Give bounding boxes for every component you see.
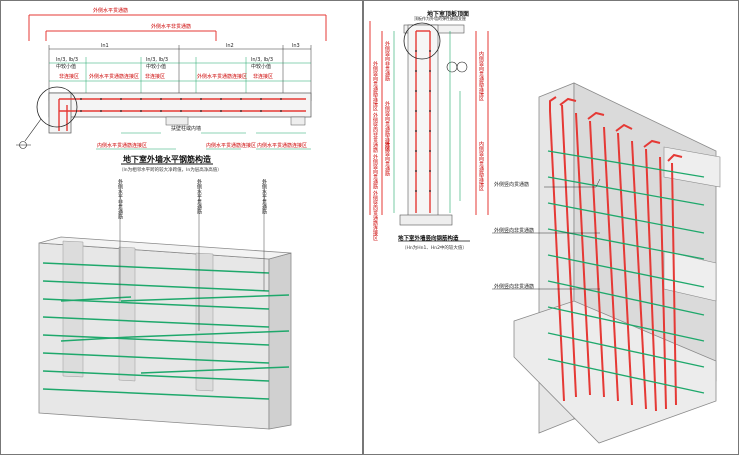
span-sub-3: 中较小值 [251,64,272,70]
left-title: 地下室外墙水平钢筋构造 [123,155,211,164]
bottom-zone-label-1: 内侧水平贯通筋连接区 [97,143,148,149]
callout-2: 外侧竖向非贯通筋 [494,228,535,234]
buttress-label: 扶壁柱或内墙 [171,126,202,132]
span-label-1: ln/3, lb/3 [56,57,79,63]
side-right-2: 内侧竖向贯通筋连接区 [478,141,484,191]
right-top-title: 地下室顶板顶面 [427,11,470,18]
span-label-2: ln/3, lb/3 [146,57,169,63]
zone-label-1: 非连接区 [59,74,80,80]
zone-label-3: 非连接区 [145,74,166,80]
top-label-non-through-bar: 外侧水平非贯通筋 [151,24,192,30]
vlabel-3: 外侧水平贯通筋 [261,179,267,214]
callout-1: 外侧竖向贯通筋 [494,182,530,188]
zone-label-4: 外侧水平贯通筋连接区 [197,74,248,80]
side-right-1: 内侧竖向贯通筋连接区 [478,51,484,101]
span-sub-1: 中较小值 [56,64,77,70]
vlabel-1: 外侧水平非贯通筋 [117,179,123,219]
span-sub-2: 中较小值 [146,64,167,70]
right-title: 地下室外墙竖向钢筋构造 [398,236,459,242]
right-panel-vertical-rebar: 地下室顶板顶面 顶板作为外墙的弹性嵌固支座 外侧竖向贯通筋连接区 外侧竖向非贯通… [363,0,739,455]
span-label-3: ln/3, lb/3 [251,57,274,63]
zone-label-2: 外侧水平贯通筋连接区 [89,74,140,80]
right-top-note: 顶板作为外墙的弹性嵌固支座 [414,16,466,21]
left-drawing-svg [16,14,327,430]
side-left-2: 外侧竖向贯通筋连接区 [384,101,390,151]
bottom-zone-label-2: 内侧水平贯通筋连接区 [206,143,257,149]
dim-ln2: ln2 [226,43,234,49]
dim-ln3: ln3 [292,43,300,49]
callout-3: 外侧竖向非贯通筋 [494,284,535,290]
left-panel-horizontal-rebar: 外侧水平贯通筋 外侧水平非贯通筋 ln1 ln2 ln3 ln/3, lb/3 … [0,0,363,455]
side-left-1: 外侧竖向非贯通筋 [384,41,390,81]
right-drawing-svg [369,21,721,444]
side-left-3: 外侧竖向贯通筋 [384,141,390,176]
dim-ln1: ln1 [101,43,109,49]
top-label-through-bar: 外侧水平贯通筋 [93,8,129,14]
vlabel-2: 外侧水平贯通筋 [196,179,202,214]
bottom-zone-label-3: 内侧水平贯通筋连接区 [257,143,308,149]
zone-label-5: 非连接区 [253,74,274,80]
far-left-label: 外侧竖向贯通筋连接区 外侧竖向非贯通筋 外侧竖向贯通筋 外侧竖向贯通筋连接区 [372,61,378,241]
right-subtitle: （Hn为Hn1、Hn2中的较大值） [402,246,467,251]
left-subtitle: （ln为相邻水平跨的较大净跨值，ln为层高净高值） [119,168,222,173]
